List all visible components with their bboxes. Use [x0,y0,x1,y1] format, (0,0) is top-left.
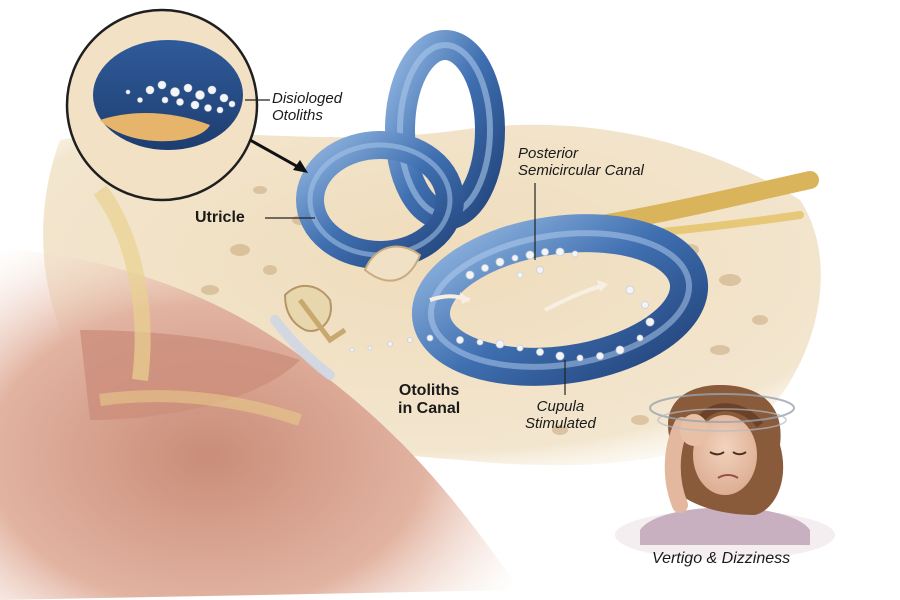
utricle-inset [65,8,259,202]
cartilage-band-2 [99,390,302,426]
label-posterior-canal: Posterior Semicircular Canal [518,145,644,180]
label-cupula-stimulated: Cupula Stimulated [525,398,596,433]
cupula [363,245,422,282]
label-cupula-line1: Cupula [536,398,585,415]
label-otoliths-in-canal: Otoliths in Canal [398,382,460,419]
label-cupula-line2: Stimulated [525,415,596,433]
label-posterior-line2: Semicircular Canal [518,162,644,180]
label-otoliths-line2: in Canal [398,400,461,418]
semicircular-canals [296,30,709,386]
label-utricle: Utricle [195,209,245,226]
label-vertigo: Vertigo & Dizziness [652,550,791,567]
label-otoliths-line1: Otoliths [398,382,460,399]
label-dislodged-line2: Otoliths [272,107,323,125]
label-dislodged-otoliths: Disiologed Otoliths [272,90,342,125]
inset-pointer-arrow [249,138,301,170]
woman-vertigo-figure [615,385,835,560]
eardrum [270,315,335,380]
ossicles [283,285,347,344]
soft-tissue [0,240,520,600]
canal-otoliths [349,247,655,362]
label-dislodged-line1: Disiologed [272,90,343,107]
cartilage-band [93,185,151,381]
label-posterior-line1: Posterior [518,145,579,162]
